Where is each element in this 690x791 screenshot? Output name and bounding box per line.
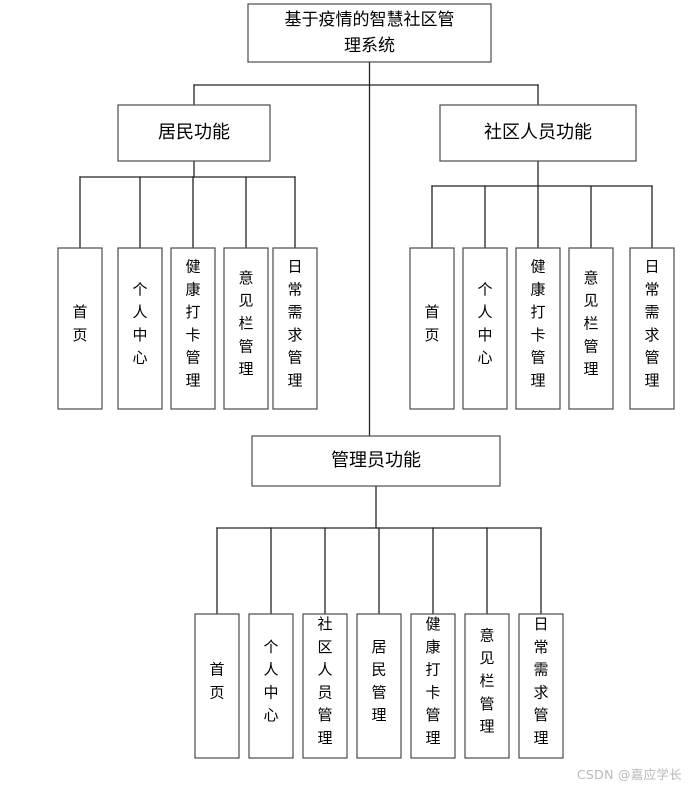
node-staff-home[interactable]: 首页 [409,247,455,410]
node-admin-resident-label: 居民管理 [371,638,386,724]
node-resident-box [117,104,271,162]
node-resident-profile[interactable]: 个人中心 [117,247,163,410]
node-admin-daily[interactable]: 日常需求管理 [518,613,564,759]
node-resident-profile-label: 个人中心 [132,280,147,366]
node-admin-home-box [194,613,240,759]
node-staff-daily[interactable]: 日常需求管理 [629,247,675,410]
node-admin-daily-label: 日常需求管理 [533,615,548,747]
node-resident-daily-label: 日常需求管理 [287,258,302,390]
node-staff-box [439,104,637,162]
node-layer: 基于疫情的智慧社区管理系统居民功能首页个人中心健康打卡管理意见栏管理日常需求管理… [57,3,675,759]
node-admin[interactable]: 管理员功能 [251,435,501,487]
node-staff-opinion-label: 意见栏管理 [583,269,598,378]
node-staff-home-box [409,247,455,410]
node-resident-daily[interactable]: 日常需求管理 [272,247,318,410]
node-staff-opinion[interactable]: 意见栏管理 [568,247,614,410]
node-admin-resident[interactable]: 居民管理 [356,613,402,759]
node-admin-profile-box [248,613,294,759]
node-admin-health[interactable]: 健康打卡管理 [410,613,456,759]
node-staff-profile[interactable]: 个人中心 [462,247,508,410]
node-resident-opinion-label: 意见栏管理 [238,269,253,378]
node-resident-home-label: 首页 [72,303,87,344]
node-resident-label: 居民功能 [158,122,230,143]
node-resident-health-label: 健康打卡管理 [185,258,200,390]
node-staff-health-label: 健康打卡管理 [530,258,545,390]
node-admin-opinion-box [464,613,510,759]
csdn-watermark: CSDN @嘉应学长 [576,767,682,782]
node-admin-home[interactable]: 首页 [194,613,240,759]
node-root-box [247,3,492,63]
node-resident-home-box [57,247,103,410]
node-admin-staff[interactable]: 社区人员管理 [302,613,348,759]
node-resident-health-box [170,247,216,410]
node-resident-daily-box [272,247,318,410]
node-admin-health-label: 健康打卡管理 [425,615,440,747]
node-resident-opinion[interactable]: 意见栏管理 [223,247,269,410]
node-admin-opinion-label: 意见栏管理 [479,626,494,735]
node-admin-home-label: 首页 [209,661,224,702]
node-staff-profile-box [462,247,508,410]
node-admin-label: 管理员功能 [331,450,421,471]
node-staff-daily-box [629,247,675,410]
node-resident-opinion-box [223,247,269,410]
node-staff-health[interactable]: 健康打卡管理 [515,247,561,410]
node-staff-profile-label: 个人中心 [477,280,492,366]
node-resident[interactable]: 居民功能 [117,104,271,162]
node-resident-health[interactable]: 健康打卡管理 [170,247,216,410]
node-staff-daily-label: 日常需求管理 [644,258,659,390]
node-admin-box [251,435,501,487]
connector-layer [79,61,653,615]
node-admin-profile-label: 个人中心 [263,638,278,724]
node-admin-health-box [410,613,456,759]
node-admin-daily-box [518,613,564,759]
node-admin-profile[interactable]: 个人中心 [248,613,294,759]
node-staff-home-label: 首页 [424,303,439,344]
node-admin-opinion[interactable]: 意见栏管理 [464,613,510,759]
node-admin-staff-label: 社区人员管理 [317,615,332,747]
node-staff-health-box [515,247,561,410]
node-staff-label: 社区人员功能 [484,122,592,143]
node-admin-staff-box [302,613,348,759]
node-admin-resident-box [356,613,402,759]
node-root-label: 基于疫情的智慧社区管 [285,10,455,30]
node-root-label: 理系统 [344,36,395,56]
node-staff[interactable]: 社区人员功能 [439,104,637,162]
node-staff-opinion-box [568,247,614,410]
node-resident-profile-box [117,247,163,410]
node-resident-home[interactable]: 首页 [57,247,103,410]
